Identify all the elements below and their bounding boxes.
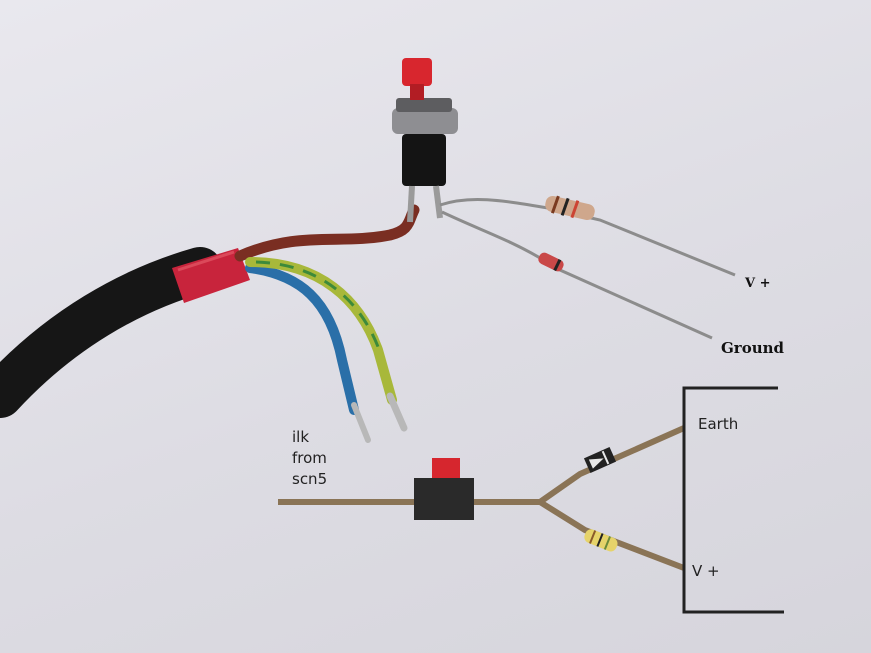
- button-nut: [392, 108, 458, 134]
- button-body: [402, 134, 446, 186]
- v-plus-label: V +: [745, 276, 771, 291]
- resistor: [545, 195, 595, 221]
- diagram-input-label-line3: scn5: [292, 470, 328, 488]
- red-sleeve: [172, 248, 250, 303]
- diagram-input-label-line2: from: [292, 449, 327, 467]
- diagram-switch: [414, 478, 474, 520]
- diagram-earth-label: Earth: [698, 415, 739, 433]
- button-cap: [402, 58, 432, 86]
- diode-lead: [441, 210, 713, 340]
- diagram-input-label-line1: ilk: [292, 428, 310, 446]
- ground-label: Ground: [721, 339, 785, 357]
- diagram-switch-cap: [432, 458, 460, 478]
- diode: [538, 252, 564, 272]
- wiring-diagram: [278, 386, 784, 614]
- diagram-diode: [583, 446, 617, 474]
- blue-wire: [245, 263, 359, 415]
- black-cable: [0, 247, 223, 418]
- diagram-terminal-bracket: [682, 386, 784, 614]
- yellow-green-wire: [245, 257, 397, 405]
- diagram-resistor: [584, 529, 618, 552]
- diagram-v-plus-label: V +: [692, 562, 720, 580]
- brown-wire: [234, 204, 420, 262]
